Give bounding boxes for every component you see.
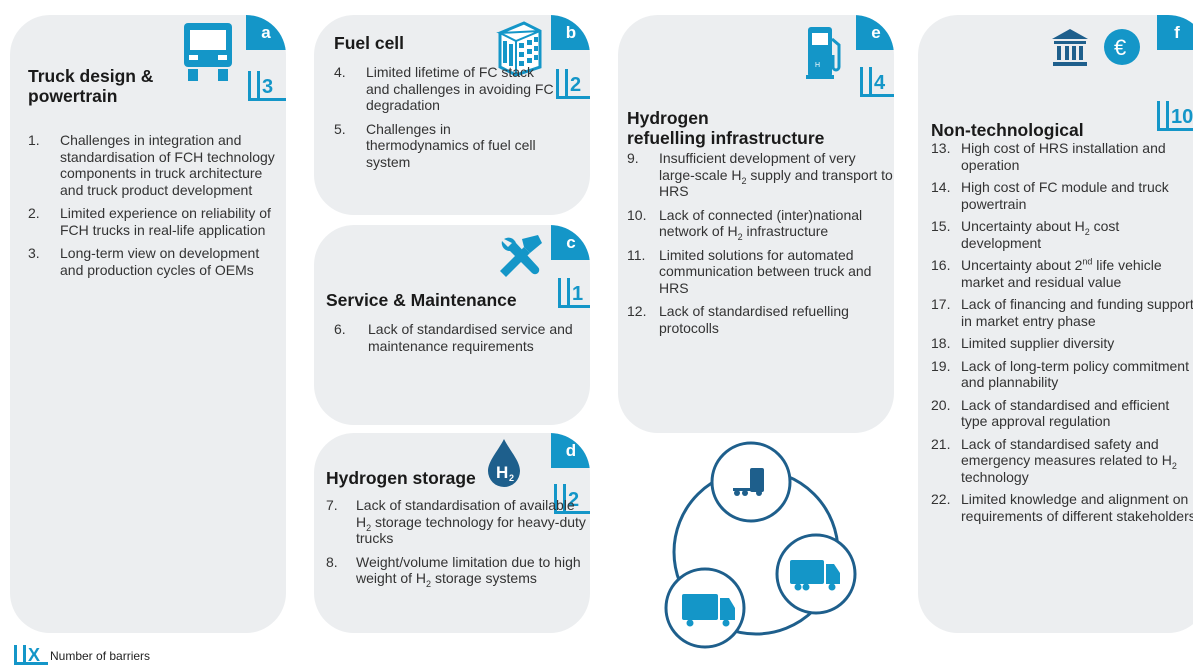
panel-hydrogen-storage: d H 2 2 Hydrogen storage 7.Lack of stand… <box>314 433 590 633</box>
truck-cycle-icon <box>664 441 857 649</box>
bank-icon <box>1052 29 1088 66</box>
euro-icon: € <box>1104 29 1140 65</box>
barrier-list: 1.Challenges in integration and standard… <box>28 132 276 285</box>
panel-truck-design: a 3 Truck design &powertrain 1.Challenge… <box>10 15 286 633</box>
list-item: 5.Challenges in thermodynamics of fuel c… <box>334 120 536 170</box>
list-item: 19.Lack of long-term policy commitment a… <box>931 357 1189 391</box>
list-item: 20.Lack of standardised and efficient ty… <box>931 396 1170 430</box>
list-item: 6.Lack of standardised service and maint… <box>334 321 573 354</box>
panel-letter-badge: b <box>551 15 590 50</box>
svg-text:H: H <box>496 463 508 482</box>
fuel-cell-stack-icon <box>496 21 542 77</box>
panel-letter-badge: f <box>1157 15 1193 50</box>
list-item: 17.Lack of financing and funding support… <box>931 296 1193 329</box>
barrier-list: 6.Lack of standardised service and maint… <box>334 321 586 361</box>
list-item: 13.High cost of HRS installation and ope… <box>931 140 1166 173</box>
panel-non-technological: f € 10 Non-technological 13.High cost of… <box>918 15 1193 633</box>
list-item: 9.Insufficient development of very large… <box>627 150 893 199</box>
panel-letter-badge: c <box>551 225 590 260</box>
barrier-count: 4 <box>860 63 894 97</box>
panel-title: Hydrogen storage <box>326 468 476 488</box>
legend-label: Number of barriers <box>50 649 151 663</box>
panel-title: Service & Maintenance <box>326 290 517 310</box>
list-item: 14.High cost of FC module and truck powe… <box>931 179 1169 212</box>
truck-front-icon <box>184 23 232 81</box>
list-item: 21.Lack of standardised safety and emerg… <box>931 435 1177 485</box>
list-item: 2.Limited experience on reliability of F… <box>28 205 271 238</box>
list-item: 4.Limited lifetime of FC stack and chall… <box>334 64 554 113</box>
barrier-list: 7.Lack of standardisation of available H… <box>326 497 586 594</box>
panel-title: Fuel cell <box>334 33 405 53</box>
svg-text:€: € <box>1114 35 1126 60</box>
tools-icon <box>500 235 542 277</box>
list-item: 16.Uncertainty about 2nd life vehicle ma… <box>931 256 1162 290</box>
panel-letter-badge: a <box>246 15 286 50</box>
list-item: 7.Lack of standardisation of available H… <box>326 497 586 546</box>
svg-text:H: H <box>815 62 820 69</box>
barrier-list: 13.High cost of HRS installation and ope… <box>931 140 1193 530</box>
barrier-count: 2 <box>554 480 590 514</box>
barrier-count: 1 <box>558 274 590 308</box>
legend: X Number of barriers <box>14 641 150 665</box>
panel-service-maintenance: c 1 Service & Maintenance 6.Lack of stan… <box>314 225 590 425</box>
list-item: 1.Challenges in integration and standard… <box>28 132 275 198</box>
fuel-pump-icon: H <box>806 27 841 79</box>
list-item: 18.Limited supplier diversity <box>931 335 1115 351</box>
h2-drop-icon: H 2 <box>488 439 520 487</box>
list-item: 10.Lack of connected (inter)national net… <box>627 206 863 242</box>
panel-letter-badge: e <box>856 15 894 50</box>
panel-letter-badge: d <box>551 433 590 468</box>
barrier-count: 10 <box>1157 97 1193 131</box>
list-item: 11.Limited solutions for automated commu… <box>627 246 872 296</box>
legend-symbol: X <box>14 641 48 665</box>
list-item: 12.Lack of standardised refuelling proto… <box>627 303 849 336</box>
list-item: 22.Limited knowledge and alignment on re… <box>931 491 1193 524</box>
barrier-count: 2 <box>556 65 590 99</box>
barrier-list: 9.Insufficient development of very large… <box>627 150 893 343</box>
svg-text:2: 2 <box>509 473 514 483</box>
panel-title: Non-technological <box>931 120 1084 140</box>
list-item: 8.Weight/volume limitation due to high w… <box>326 553 581 589</box>
list-item: 3.Long-term view on development and prod… <box>28 245 260 278</box>
panel-fuel-cell: b 2 Fuel cell 4.Limited lifetime of FC s… <box>314 15 590 215</box>
panel-title: Truck design &powertrain <box>28 66 154 106</box>
barrier-count: 3 <box>248 67 286 101</box>
list-item: 15.Uncertainty about H2 cost development <box>931 218 1120 251</box>
barrier-list: 4.Limited lifetime of FC stack and chall… <box>334 64 554 177</box>
